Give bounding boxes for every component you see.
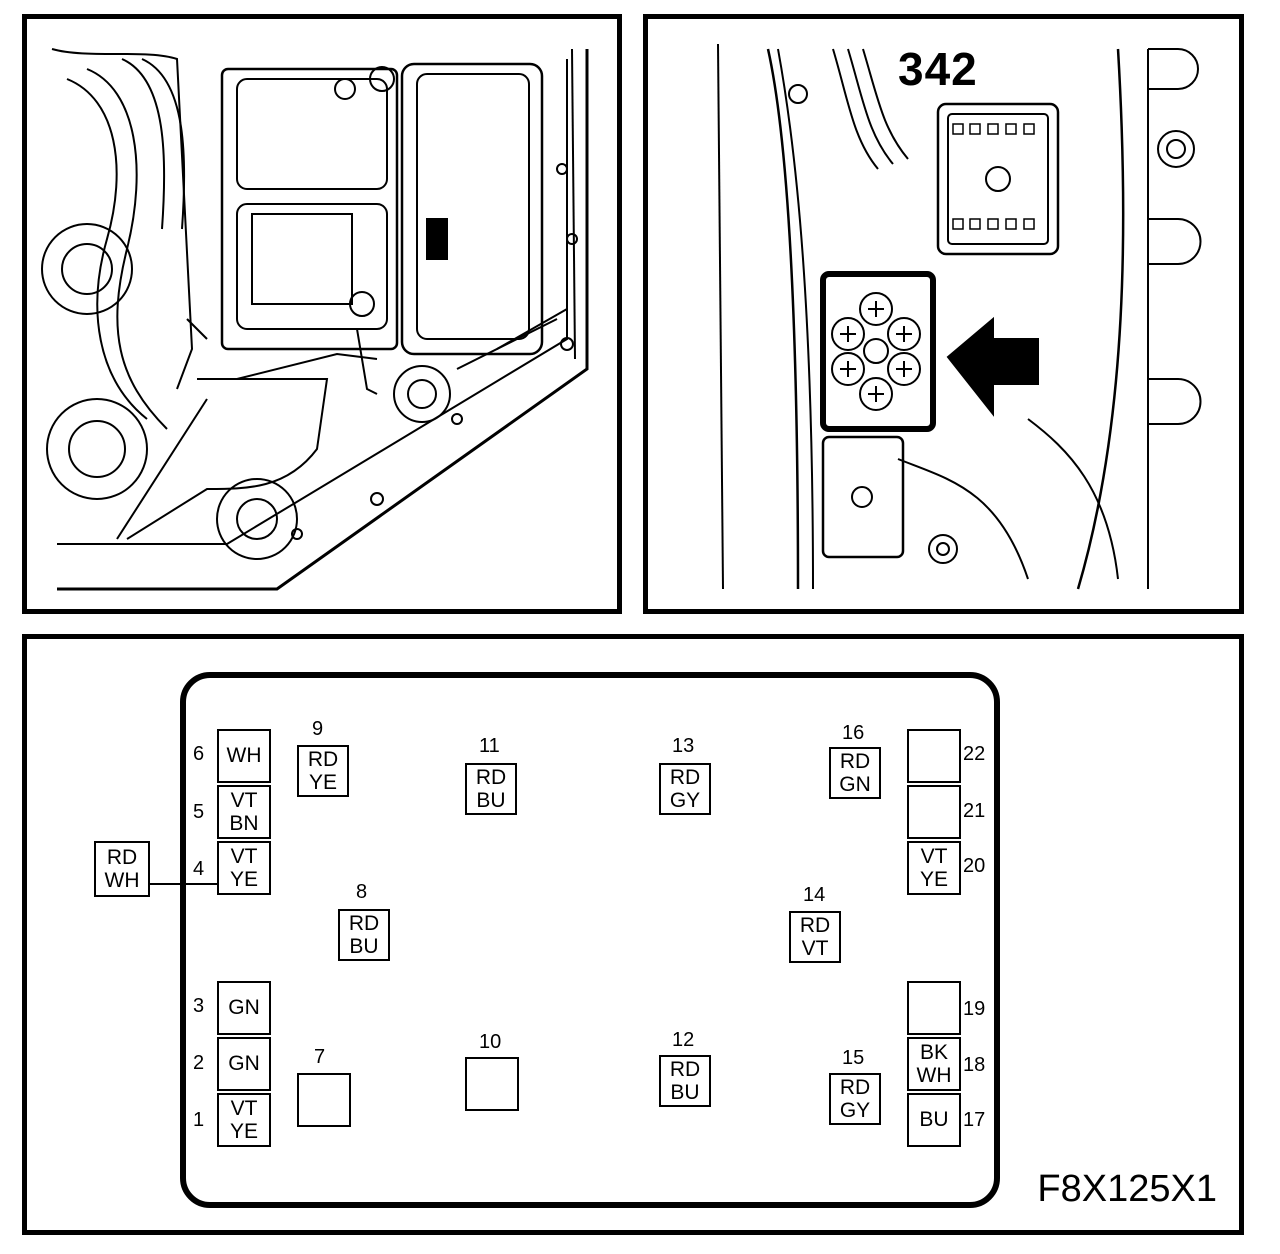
callout-number: 342 (898, 43, 978, 95)
pin-number: 18 (963, 1054, 986, 1076)
pin-10-cavity (465, 1057, 519, 1111)
engine-bay-overview-panel (22, 14, 622, 614)
pin-number: 19 (963, 998, 986, 1020)
pin-19-cavity (907, 981, 961, 1035)
pin-number: 14 (803, 884, 826, 906)
pin-number: 2 (193, 1052, 205, 1074)
pin-number: 21 (963, 800, 986, 822)
pin-6-wire-color: WH (217, 729, 271, 783)
pin-number: 17 (963, 1109, 986, 1131)
pin-number: 9 (312, 718, 324, 740)
pin-3-wire-color: GN (217, 981, 271, 1035)
pin-number: 4 (193, 858, 205, 880)
pin-21-cavity (907, 785, 961, 839)
connector-face-outline (180, 672, 1000, 1208)
pin-number: 22 (963, 743, 986, 765)
connector-location-illustration (717, 43, 1202, 590)
diagram-code: F8X125X1 (1037, 1168, 1217, 1210)
splice-line (150, 883, 217, 885)
pin-number: 16 (842, 722, 865, 744)
engine-bay-illustration (41, 48, 589, 591)
pin-7-cavity (297, 1073, 351, 1127)
pin-number: 7 (314, 1046, 326, 1068)
pin-number: 8 (356, 881, 368, 903)
pin-17-wire-color: BU (907, 1093, 961, 1147)
pin-number: 12 (672, 1029, 695, 1051)
pin-number: 15 (842, 1047, 865, 1069)
pin-number: 6 (193, 743, 205, 765)
pin-number: 3 (193, 995, 205, 1017)
connector-location-panel: 342 (643, 14, 1244, 614)
pin-number: 5 (193, 801, 205, 823)
pin-22-cavity (907, 729, 961, 783)
pin-number: 20 (963, 855, 986, 877)
pin-number: 11 (479, 735, 500, 757)
pin-number: 13 (672, 735, 695, 757)
pin-number: 10 (479, 1031, 502, 1053)
pin-number: 1 (193, 1109, 205, 1131)
pin-2-wire-color: GN (217, 1037, 271, 1091)
